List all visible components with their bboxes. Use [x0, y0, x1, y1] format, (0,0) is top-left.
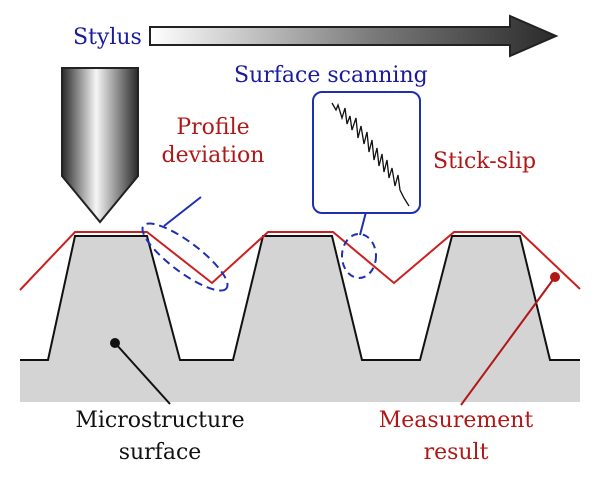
profile-deviation-label-line1: Profile: [176, 115, 249, 140]
microstructure-outline: [20, 235, 580, 361]
measurement-result-label-line2: result: [424, 440, 489, 465]
scan-direction-arrow: [149, 14, 559, 58]
microstructure-label-line2: surface: [119, 440, 202, 465]
measurement-marker: [550, 272, 560, 282]
stick-slip-ellipse: [341, 233, 377, 279]
surface-tooth: [233, 236, 362, 360]
measurement-result-label-line1: Measurement: [379, 408, 534, 433]
measurement-profile-line: [19, 231, 581, 291]
profile-deviation-ellipse: [141, 222, 229, 292]
stick-slip-leader: [359, 211, 367, 236]
stick-slip-label: Stick-slip: [433, 149, 536, 174]
microstructure-leader: [114, 342, 171, 405]
measurement-leader: [460, 276, 556, 406]
microstructure-label-line1: Microstructure: [75, 408, 244, 433]
profile-deviation-leader: [163, 196, 202, 227]
surface-scanning-label: Surface scanning: [234, 63, 428, 88]
profile-deviation-label-line2: deviation: [162, 143, 265, 168]
surface-tooth: [420, 236, 550, 360]
surface-base: [20, 360, 580, 402]
microstructure-marker: [110, 338, 120, 348]
stick-slip-trace: [331, 102, 410, 207]
stylus-label: Stylus: [73, 25, 142, 50]
surface-tooth: [48, 236, 180, 360]
stylus-probe: [61, 67, 139, 224]
stick-slip-zoom-box: [312, 91, 421, 214]
